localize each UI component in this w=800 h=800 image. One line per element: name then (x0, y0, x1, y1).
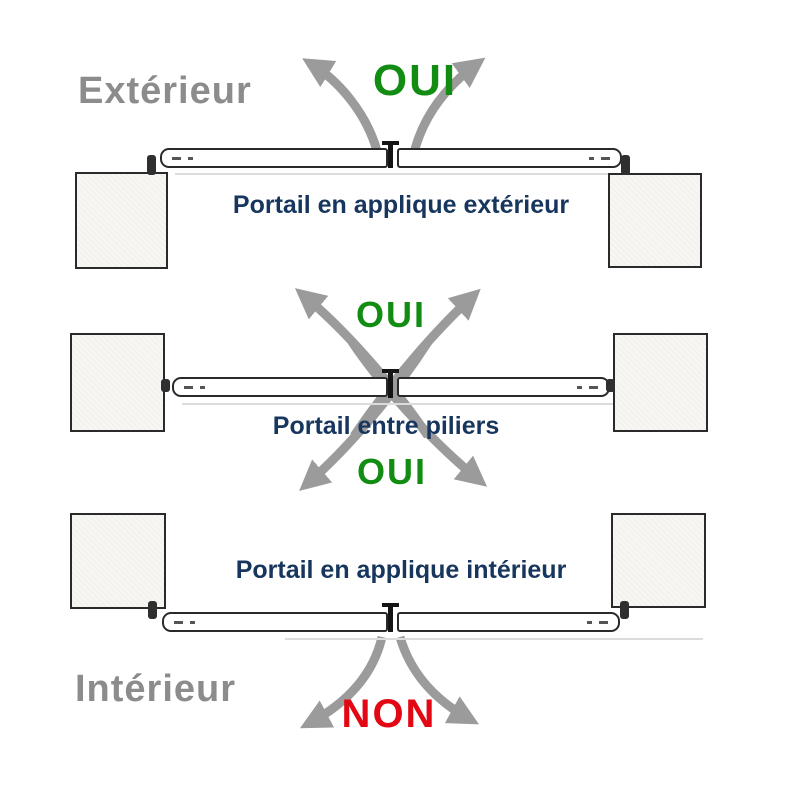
center-stop-cap (382, 603, 399, 607)
gate-leaf-left (160, 148, 388, 168)
interior-zone-label: Intérieur (75, 668, 237, 710)
verdict-exterior-swing: OUI (372, 56, 458, 105)
swing-arrow-down-left-icon (299, 635, 387, 729)
hinge-mark (589, 157, 594, 160)
hinge-mark (172, 157, 181, 160)
pillar-right (608, 173, 702, 268)
swing-arrow-down-left-icon (299, 339, 432, 492)
gate-leaf-right (397, 377, 610, 397)
center-stop (388, 371, 393, 398)
hinge-mark (188, 157, 193, 160)
hinge-right (606, 379, 615, 392)
hinge-left (161, 379, 170, 392)
gate-leaf-right (397, 612, 620, 632)
hinge-mark (599, 621, 608, 624)
pillar-left (70, 513, 166, 609)
hinge-mark (190, 621, 195, 624)
pillar-right (611, 513, 706, 608)
hinge-mark (174, 621, 183, 624)
verdict-between-pillars-outward: OUI (355, 294, 427, 335)
exterior-zone-label: Extérieur (78, 70, 252, 112)
hinge-mark (577, 386, 582, 389)
gate-leaf-left (162, 612, 388, 632)
gate-shadow (285, 638, 703, 640)
hinge-left (147, 155, 156, 175)
swing-arrow-up-right-icon (410, 57, 486, 151)
gate-leaf-left (172, 377, 388, 397)
caption-applique-exterieur: Portail en applique extérieur (232, 191, 570, 219)
verdict-between-pillars-inward: OUI (356, 451, 428, 492)
caption-applique-interieur: Portail en applique intérieur (235, 556, 567, 584)
center-stop (388, 605, 393, 632)
hinge-mark (589, 386, 598, 389)
hinge-mark (601, 157, 610, 160)
hinge-right (620, 601, 629, 619)
pillar-left (75, 172, 168, 269)
pillar-left (70, 333, 165, 432)
hinge-mark (587, 621, 592, 624)
hinge-mark (200, 386, 205, 389)
gate-shadow (175, 173, 635, 175)
gate-leaf-right (397, 148, 622, 168)
swing-arrow-up-left-icon (302, 58, 382, 153)
center-stop-cap (382, 369, 399, 373)
gate-shadow (182, 403, 620, 405)
caption-entre-piliers: Portail entre piliers (272, 412, 500, 440)
swing-arrow-down-right-icon (395, 635, 480, 725)
verdict-interior-swing: NON (341, 692, 437, 736)
center-stop (388, 143, 393, 168)
hinge-left (148, 601, 157, 619)
center-stop-cap (382, 141, 399, 145)
pillar-right (613, 333, 708, 432)
hinge-right (621, 155, 630, 175)
swing-arrow-down-right-icon (348, 339, 488, 487)
hinge-mark (184, 386, 193, 389)
